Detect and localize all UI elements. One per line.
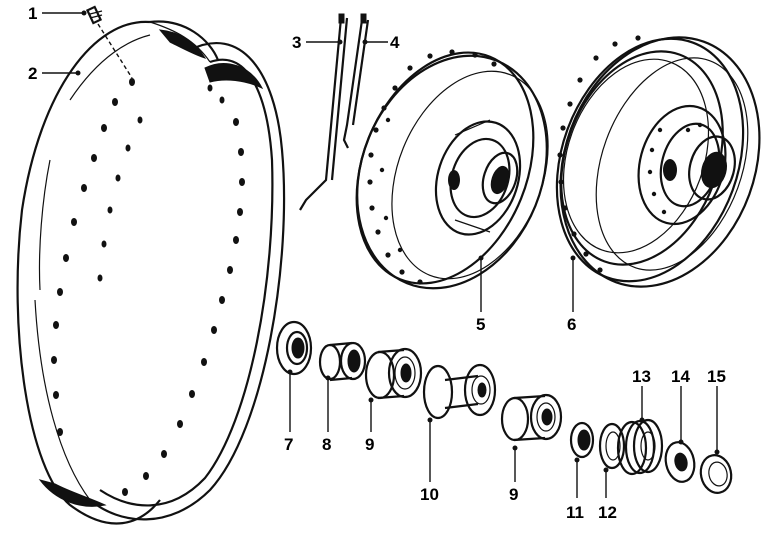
seal-ring: [275, 320, 313, 376]
cap-ring: [699, 454, 733, 494]
rear-hub: [555, 35, 761, 288]
callout-6: 6: [567, 315, 576, 334]
leader-lines: [42, 10, 720, 498]
callout-15: 15: [707, 367, 726, 386]
rear-hub-spoke-holes: [557, 35, 703, 273]
rim: [16, 20, 286, 525]
callout-11: 11: [566, 503, 584, 522]
callout-3: 3: [292, 33, 301, 52]
callout-9b: 9: [509, 485, 518, 504]
distance-ring: [598, 422, 626, 470]
callout-9a: 9: [365, 435, 374, 454]
spokes: [299, 13, 370, 211]
callout-7: 7: [284, 435, 293, 454]
callout-13: 13: [632, 367, 651, 386]
callout-1: 1: [28, 4, 37, 23]
rim-spoke-holes: [51, 78, 245, 496]
callout-4: 4: [390, 33, 400, 52]
ball-bearing-left: [364, 347, 423, 400]
front-hub-spoke-holes: [367, 49, 497, 285]
grooved-nut: [664, 441, 696, 483]
spoke-nipple: [85, 5, 133, 79]
callout-5: 5: [476, 315, 485, 334]
ball-bearing-right: [500, 393, 563, 442]
callout-labels: 1 2 3 4 5 6 7 8 9 10 9 11 12 13 14 15: [28, 4, 726, 522]
spacer-sleeve: [318, 341, 367, 382]
callout-2: 2: [28, 64, 37, 83]
center-tube: [422, 363, 497, 420]
callout-10: 10: [420, 485, 439, 504]
callout-8: 8: [322, 435, 331, 454]
callout-12: 12: [598, 503, 617, 522]
front-hub: [355, 49, 549, 290]
washer: [569, 421, 595, 459]
callout-14: 14: [671, 367, 690, 386]
